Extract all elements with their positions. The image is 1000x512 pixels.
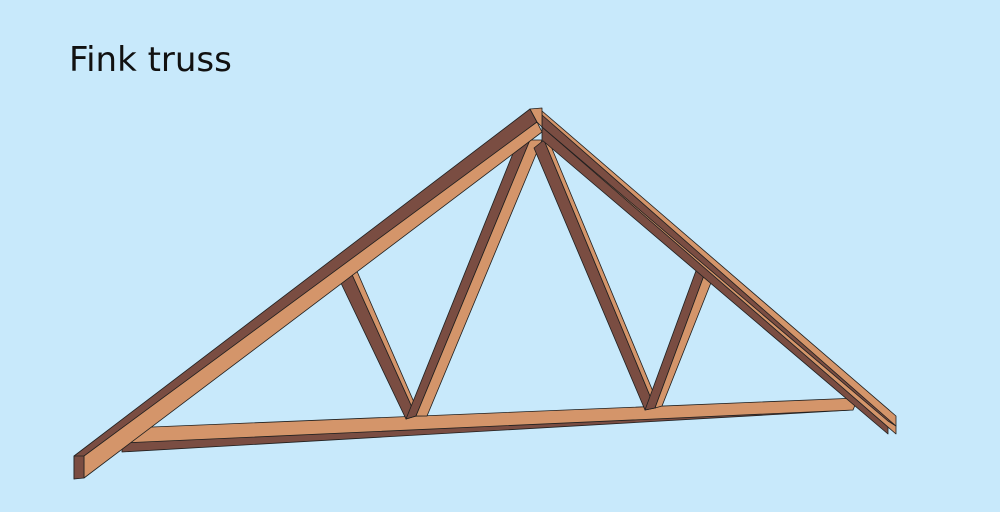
apex-joint [529, 107, 543, 128]
bottom-chord [121, 397, 859, 453]
right-short-web [644, 267, 717, 411]
left-short-web [338, 268, 421, 420]
diagram-title: Fink truss [69, 40, 232, 80]
right-top-chord [541, 110, 897, 435]
